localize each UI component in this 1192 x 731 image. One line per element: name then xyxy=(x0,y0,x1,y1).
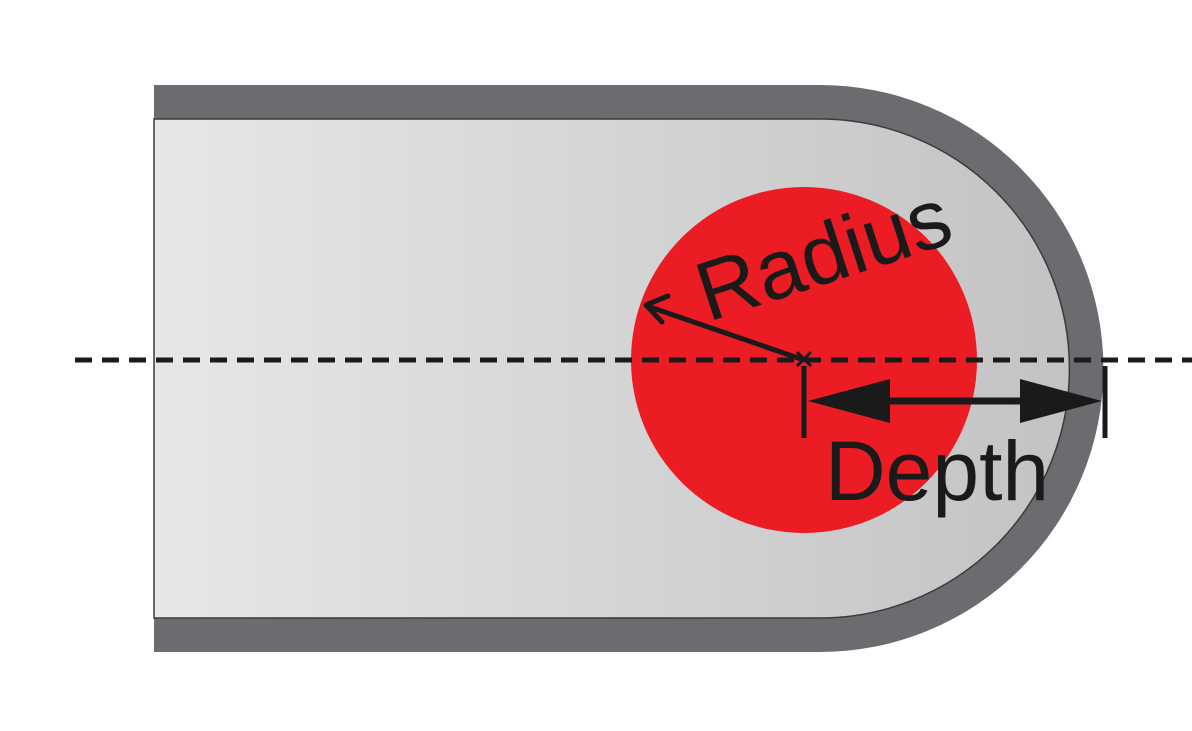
depth-label: Depth xyxy=(825,424,1049,518)
depth-arrowhead-right xyxy=(1020,379,1102,423)
depth-arrowhead-left xyxy=(808,379,890,423)
center-mark-b xyxy=(795,350,813,368)
radius-arrow-line xyxy=(649,304,805,363)
radius-arrowhead xyxy=(643,293,671,325)
